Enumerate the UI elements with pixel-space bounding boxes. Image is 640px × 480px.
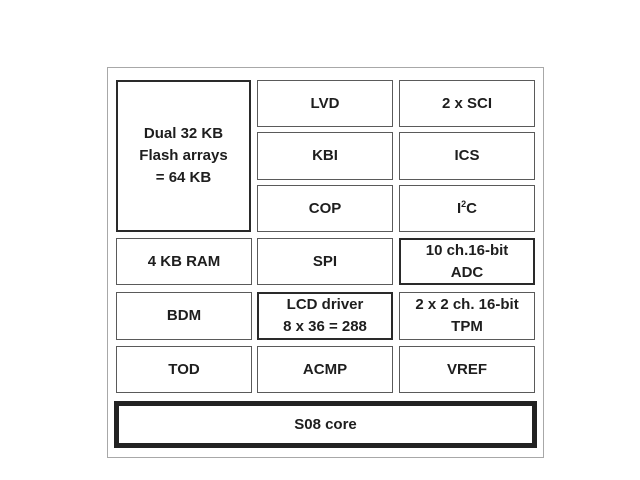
acmp-label: ACMP bbox=[302, 360, 348, 378]
tpm-line2: TPM bbox=[451, 318, 483, 335]
adc-block: 10 ch.16-bit ADC bbox=[399, 238, 535, 285]
lvd-block: LVD bbox=[257, 80, 393, 127]
flash-line3: = 64 KB bbox=[155, 169, 212, 186]
acmp-block: ACMP bbox=[257, 346, 393, 393]
cop-label: COP bbox=[308, 199, 342, 217]
adc-line1: 10 ch.16-bit bbox=[425, 241, 509, 259]
i2c-label: I2C bbox=[456, 198, 478, 217]
lcd-line2: 8 x 36 = 288 bbox=[283, 318, 367, 335]
flash-line2: Flash arrays bbox=[139, 147, 228, 164]
tpm-line1: 2 x 2 ch. 16-bit bbox=[415, 296, 519, 313]
adc-line2: ADC bbox=[450, 263, 484, 281]
lvd-label: LVD bbox=[310, 94, 340, 112]
ics-block: ICS bbox=[399, 132, 535, 180]
spi-label: SPI bbox=[312, 252, 338, 270]
core-label: S08 core bbox=[294, 415, 357, 433]
tod-block: TOD bbox=[116, 346, 252, 393]
cop-block: COP bbox=[257, 185, 393, 232]
flash-line1: Dual 32 KB bbox=[143, 125, 224, 142]
kbi-block: KBI bbox=[257, 132, 393, 180]
s08-core-block: S08 core bbox=[114, 401, 537, 448]
bdm-label: BDM bbox=[166, 307, 202, 324]
bdm-block: BDM bbox=[116, 292, 252, 340]
kbi-label: KBI bbox=[312, 147, 338, 164]
ram-label: 4 KB RAM bbox=[147, 252, 221, 270]
i2c-block: I2C bbox=[399, 185, 535, 232]
spi-block: SPI bbox=[257, 238, 393, 285]
ics-label: ICS bbox=[454, 147, 480, 164]
sci-block: 2 x SCI bbox=[399, 80, 535, 127]
vref-label: VREF bbox=[446, 360, 487, 378]
tod-label: TOD bbox=[168, 360, 200, 378]
flash-block: Dual 32 KB Flash arrays = 64 KB bbox=[116, 80, 251, 232]
tpm-block: 2 x 2 ch. 16-bit TPM bbox=[399, 292, 535, 340]
ram-block: 4 KB RAM bbox=[116, 238, 252, 285]
sci-label: 2 x SCI bbox=[441, 94, 493, 112]
vref-block: VREF bbox=[399, 346, 535, 393]
lcd-line1: LCD driver bbox=[286, 296, 364, 313]
lcd-driver-block: LCD driver 8 x 36 = 288 bbox=[257, 292, 393, 340]
mcu-block-diagram-frame bbox=[107, 67, 544, 458]
